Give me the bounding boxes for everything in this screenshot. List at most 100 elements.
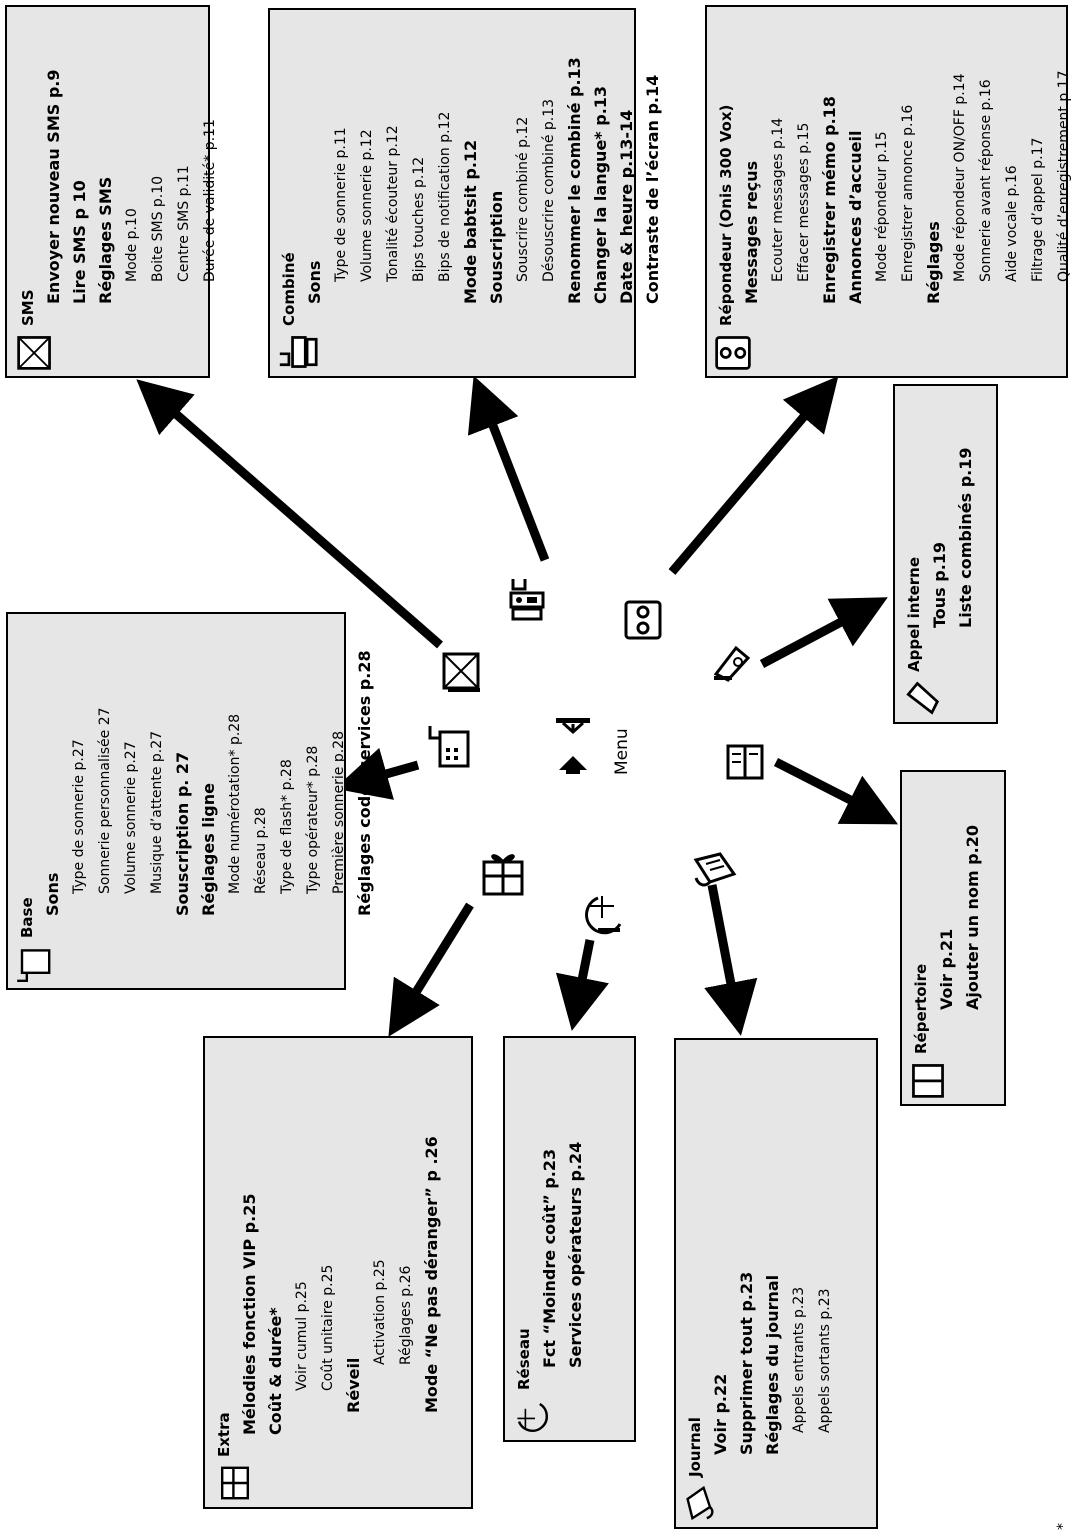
envelope-icon [15, 332, 55, 372]
arrow-to-appel-interne [759, 597, 888, 668]
cassette-icon [713, 332, 753, 372]
arrow-to-combine [467, 375, 550, 562]
menu-entry: Coût unitaire p.25 [320, 1264, 336, 1391]
wrench-phone-icon [276, 332, 318, 372]
menu-entry: Type opérateur* p.28 [305, 745, 321, 894]
network-icon [511, 1396, 551, 1436]
intercom-icon [710, 640, 754, 684]
box-title: Base [18, 897, 36, 938]
menu-entry: Mode répondeur ON/OFF p.14 [952, 73, 968, 283]
box-title: Réseau [515, 1328, 533, 1390]
menu-entry: Mode numérotation* p.28 [227, 713, 243, 894]
box-title: Répertoire [912, 963, 930, 1054]
envelope-icon [440, 650, 484, 694]
menu-entry: Contraste de l’écran p.14 [643, 74, 662, 304]
reseau-box: Réseau Fct “Moindre coût” p.23 Services op… [503, 1036, 636, 1442]
menu-entry: Sonnerie personnalisée 27 [97, 707, 113, 894]
menu-entry: Durée de validité* p.11 [202, 119, 218, 282]
menu-entry: Réglages p.26 [398, 1265, 414, 1365]
menu-entry: Souscription [487, 190, 506, 304]
menu-entry: Services opérateurs p.24 [566, 1141, 585, 1368]
menu-entry: Type de sonnerie p.11 [333, 127, 349, 282]
menu-entry: Fct “Moindre coût” p.23 [540, 1148, 559, 1368]
hub-menu-label: Menu [612, 728, 632, 775]
call-log-icon [682, 1483, 722, 1523]
extra-box-content: Extra Mélodies fonction VIP p.25 Coût & du… [211, 1136, 445, 1503]
menu-entry: Type de sonnerie p.27 [71, 739, 87, 894]
menu-entry: Voir p.22 [711, 1373, 730, 1455]
menu-entry: Réglages ligne [199, 783, 218, 916]
extra-lines: Extra Mélodies fonction VIP p.25 Coût & du… [211, 1136, 445, 1457]
menu-entry: Mélodies fonction VIP p.25 [240, 1193, 259, 1435]
menu-entry: Sonnerie avant réponse p.16 [978, 79, 994, 282]
menu-entry: Date & heure p.13-14 [617, 109, 636, 304]
menu-entry: Souscrire combiné p.12 [515, 116, 531, 282]
arrow-to-sms [136, 379, 443, 649]
menu-entry: Type de flash* p.28 [279, 759, 295, 894]
menu-entry: Réglages [924, 221, 943, 304]
base-station-icon [14, 944, 54, 984]
menu-entry: Appels sortants p.23 [817, 1288, 833, 1433]
menu-entry: Tonalité écouteur p.12 [385, 125, 401, 282]
menu-entry: Musique d’attente p.27 [149, 730, 165, 894]
base-station-icon [426, 722, 470, 768]
menu-entry: Mode p.10 [124, 208, 140, 282]
menu-entry: Réglages du journal [763, 1274, 782, 1455]
menu-entry: Filtrage d’appel p.17 [1030, 137, 1046, 282]
footnote: * Dependant du pays [1055, 1523, 1071, 1530]
gift-icon [478, 848, 524, 896]
menu-entry: Centre SMS p.11 [176, 165, 192, 282]
box-title: Combiné [280, 252, 298, 326]
base-box-content: Base Sons Type de sonnerie p.27 Sonnerie pe… [14, 650, 378, 984]
menu-entry: Boite SMS p.10 [150, 175, 166, 282]
menu-entry: Effacer messages p.15 [796, 122, 812, 282]
menu-entry: Réseau p.28 [253, 807, 269, 894]
call-log-icon [690, 850, 737, 894]
arrow-to-reseau [555, 939, 609, 1031]
menu-entry: Qualité d’enregistrement p.17 [1056, 70, 1072, 282]
menu-entry: Réglages codes services p.28 [355, 650, 374, 916]
menu-entry: Première sonnerie p.28 [331, 731, 347, 894]
base-lines: Base Sons Type de sonnerie p.27 Sonnerie pe… [14, 650, 378, 938]
box-title: Extra [215, 1412, 233, 1457]
menu-entry: Réglages SMS [96, 176, 115, 304]
menu-entry: Lire SMS p 10 [70, 180, 89, 304]
menu-entry: Bips de notification p.12 [437, 111, 453, 282]
intercom-icon [901, 678, 941, 718]
reseau-lines: Réseau Fct “Moindre coût” p.23 Services op… [511, 1142, 589, 1390]
menu-key-icon [552, 716, 594, 776]
arrow-to-journal [704, 884, 758, 1036]
menu-entry: Supprimer tout p.23 [737, 1271, 756, 1455]
menu-entry: Activation p.25 [372, 1259, 388, 1365]
menu-entry: Mode “Ne pas déranger” p .26 [422, 1136, 441, 1413]
menu-entry: Mode babtsit p.12 [461, 139, 480, 304]
menu-entry: Voir cumul p.25 [294, 1281, 310, 1391]
menu-entry: Ajouter un nom p.20 [963, 825, 982, 1010]
cassette-icon [622, 598, 666, 642]
footnote-container: * Dependant du pays [1052, 1452, 1073, 1530]
menu-entry: Mode répondeur p.15 [874, 131, 890, 282]
arrow-to-base [334, 747, 420, 800]
menu-entry: Volume sonnerie p.27 [123, 741, 139, 894]
menu-entry: Sons [43, 872, 62, 916]
menu-entry: Enregistrer mémo p.18 [820, 96, 839, 304]
menu-entry: Coût & durée* [266, 1307, 285, 1435]
menu-entry: Annonces d’accueil [846, 130, 865, 304]
menu-entry: Ecouter messages p.14 [770, 117, 786, 282]
menu-entry: Sons [305, 260, 324, 304]
menu-entry: Enregistrer annonce p.16 [900, 104, 916, 282]
